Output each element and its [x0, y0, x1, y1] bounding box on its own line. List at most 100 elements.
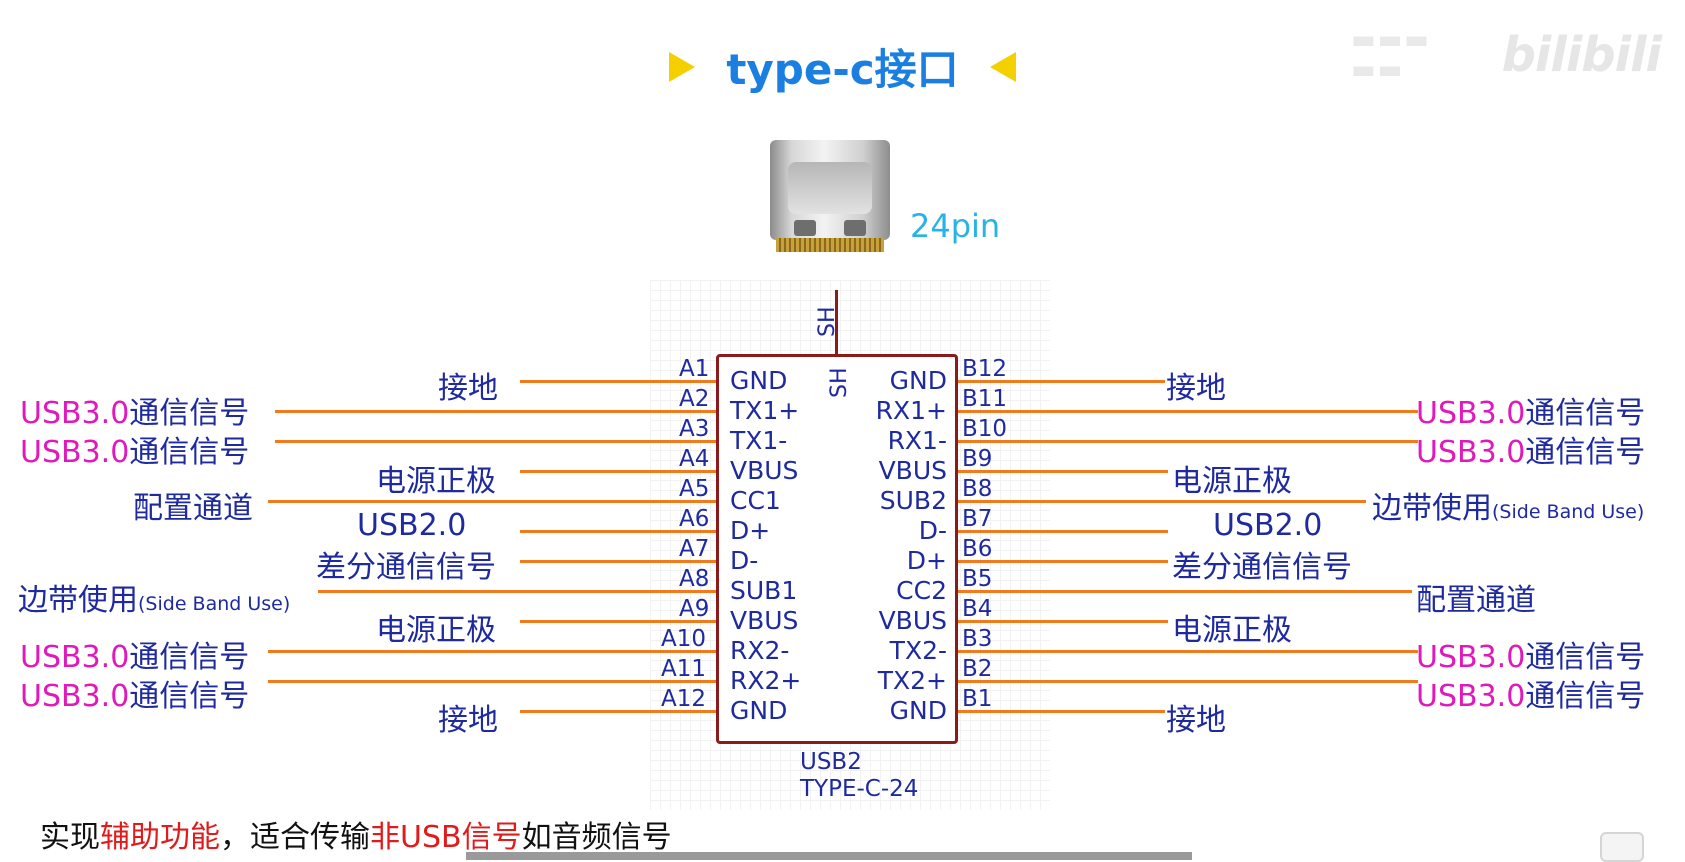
right-pin-wire — [958, 680, 1418, 683]
shield-wire — [835, 290, 838, 355]
right-pin-number: B8 — [962, 476, 993, 502]
right-pin-name: RX1+ — [875, 396, 947, 425]
left-pin-wire — [268, 500, 716, 503]
left-pin-wire — [268, 650, 716, 653]
connector-hole-left — [794, 220, 816, 236]
left-pin-name: VBUS — [730, 606, 799, 635]
right-pin-wire — [958, 650, 1418, 653]
left-label-usb20: USB2.0 — [357, 508, 467, 543]
right-pin-number: B7 — [962, 506, 993, 532]
title-bar: type-c接口 — [0, 36, 1685, 97]
left-pin-name: D- — [730, 546, 759, 575]
left-pin-number: A4 — [679, 446, 710, 472]
right-pin-number: B6 — [962, 536, 993, 562]
right-pin-wire — [958, 380, 1165, 383]
usb-typec-symbol — [716, 354, 958, 744]
right-label-usb30-4: USB3.0通信信号 — [1416, 679, 1646, 714]
left-pin-number: A7 — [679, 536, 710, 562]
left-pin-wire — [520, 470, 716, 473]
left-pin-number: A12 — [661, 686, 707, 712]
right-label-config: 配置通道 — [1416, 583, 1536, 618]
right-pin-number: B12 — [962, 356, 1008, 382]
left-pin-number: A3 — [679, 416, 710, 442]
left-pin-number: A11 — [661, 656, 707, 682]
connector-shell — [770, 140, 890, 240]
right-pin-number: B1 — [962, 686, 993, 712]
right-label-usb30-2: USB3.0通信信号 — [1416, 435, 1646, 470]
left-label-power-1: 电源正极 — [376, 464, 496, 499]
right-pin-wire — [958, 410, 1418, 413]
left-pin-name: GND — [730, 366, 788, 395]
left-pin-name: D+ — [730, 516, 771, 545]
chip-value: TYPE-C-24 — [800, 776, 919, 802]
left-pin-name: CC1 — [730, 486, 781, 515]
left-pin-name: RX2+ — [730, 666, 802, 695]
right-pin-name: TX2+ — [877, 666, 947, 695]
horizontal-scrollbar[interactable] — [466, 852, 1192, 860]
chip-designator: USB2 — [800, 749, 862, 775]
left-label-diff: 差分通信信号 — [316, 550, 496, 585]
left-label-config: 配置通道 — [133, 491, 253, 526]
left-pin-wire — [520, 710, 716, 713]
right-pin-wire — [958, 560, 1168, 563]
left-pin-name: VBUS — [730, 456, 799, 485]
left-pin-wire — [520, 380, 716, 383]
right-pin-name: SUB2 — [879, 486, 947, 515]
right-pin-number: B10 — [962, 416, 1008, 442]
right-pin-name: CC2 — [896, 576, 947, 605]
right-pin-name: GND — [889, 696, 947, 725]
right-pin-name: VBUS — [878, 456, 947, 485]
left-pin-wire — [520, 620, 716, 623]
pin-count-label: 24pin — [910, 207, 1001, 245]
right-label-gnd-bottom: 接地 — [1166, 703, 1226, 738]
left-pin-number: A8 — [679, 566, 710, 592]
shield-label-inner: SH — [827, 367, 852, 398]
right-pin-name: D+ — [906, 546, 947, 575]
left-pin-number: A2 — [679, 386, 710, 412]
right-pin-number: B2 — [962, 656, 993, 682]
watermark: ▬▬▬ ▬▬ bilibili — [1351, 25, 1662, 85]
right-label-gnd-top: 接地 — [1166, 371, 1226, 406]
right-pin-wire — [958, 590, 1412, 593]
left-pin-name: TX1+ — [730, 396, 800, 425]
right-label-diff: 差分通信信号 — [1172, 550, 1352, 585]
right-pin-wire — [958, 620, 1168, 623]
left-pin-number: A9 — [679, 596, 710, 622]
right-pin-number: B4 — [962, 596, 993, 622]
left-pin-number: A5 — [679, 476, 710, 502]
left-pin-name: SUB1 — [730, 576, 798, 605]
triangle-left-icon — [989, 51, 1016, 82]
right-pin-number: B11 — [962, 386, 1008, 412]
left-pin-name: GND — [730, 696, 788, 725]
right-label-usb30-3: USB3.0通信信号 — [1416, 640, 1646, 675]
left-label-usb30-2: USB3.0通信信号 — [20, 435, 250, 470]
connector-hole-right — [844, 220, 866, 236]
left-pin-number: A6 — [679, 506, 710, 532]
left-pin-number: A10 — [661, 626, 707, 652]
right-pin-name: GND — [889, 366, 947, 395]
right-pin-wire — [958, 440, 1418, 443]
triangle-right-icon — [669, 51, 696, 82]
right-pin-number: B9 — [962, 446, 993, 472]
left-label-gnd-bottom: 接地 — [438, 703, 498, 738]
corner-icon[interactable] — [1600, 832, 1644, 862]
watermark-text: ▬▬▬ ▬▬ — [1351, 25, 1431, 85]
left-pin-wire — [520, 530, 716, 533]
right-pin-name: VBUS — [878, 606, 947, 635]
left-pin-wire — [268, 680, 716, 683]
left-pin-wire — [318, 590, 716, 593]
right-pin-wire — [958, 710, 1165, 713]
footer-caption: 实现辅助功能，适合传输非USB信号如音频信号 — [40, 820, 672, 855]
right-label-usb20: USB2.0 — [1213, 508, 1323, 543]
bilibili-logo: bilibili — [1501, 27, 1662, 83]
right-pin-number: B5 — [962, 566, 993, 592]
left-pin-name: TX1- — [730, 426, 788, 455]
left-pin-wire — [275, 410, 716, 413]
left-label-gnd-top: 接地 — [438, 371, 498, 406]
left-pin-number: A1 — [679, 356, 710, 382]
right-label-power-2: 电源正极 — [1172, 613, 1292, 648]
left-label-usb30-1: USB3.0通信信号 — [20, 396, 250, 431]
right-pin-name: D- — [918, 516, 947, 545]
connector-slot — [788, 162, 872, 214]
right-pin-name: TX2- — [889, 636, 947, 665]
